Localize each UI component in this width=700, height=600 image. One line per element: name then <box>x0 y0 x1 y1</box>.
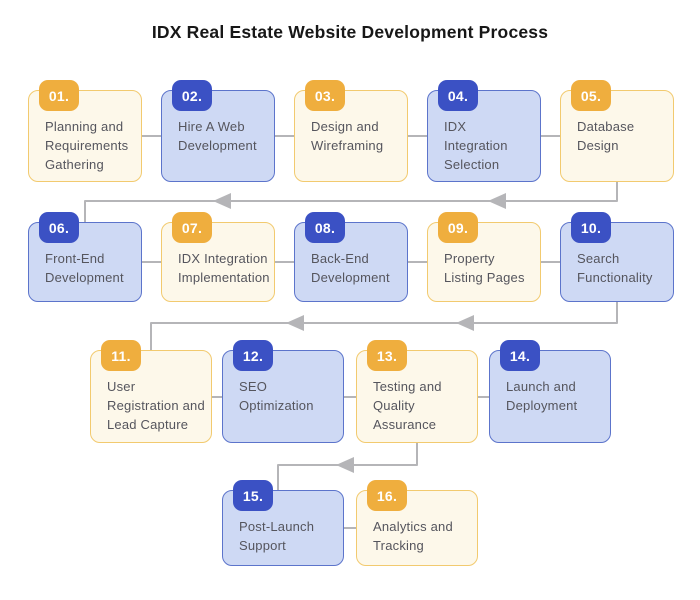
step-box-06: 06. Front-End Development <box>28 212 142 302</box>
step-box-11: 11. User Registration and Lead Capture <box>90 340 212 443</box>
page-title: IDX Real Estate Website Development Proc… <box>151 22 549 42</box>
step-label: User Registration and Lead Capture <box>107 379 205 432</box>
step-number-badge: 14. <box>500 340 540 371</box>
step-number-badge: 15. <box>233 480 273 511</box>
step-box-08: 08. Back-End Development <box>294 212 408 302</box>
step-label: Back-End Development <box>311 251 390 285</box>
step-label: Front-End Development <box>45 251 124 285</box>
step-label: Planning and Requirements Gathering <box>45 119 129 172</box>
connector-arrowhead-icon <box>213 193 231 209</box>
connector-row1-to-row2 <box>84 182 618 222</box>
step-box-16: 16. Analytics and Tracking <box>356 480 478 566</box>
step-box-09: 09. Property Listing Pages <box>427 212 541 302</box>
step-box-07: 07. IDX Integration Implementation <box>161 212 275 302</box>
step-box-12: 12. SEO Optimization <box>222 340 344 443</box>
step-box-15: 15. Post-Launch Support <box>222 480 344 566</box>
step-number-badge: 05. <box>571 80 611 111</box>
step-number-badge: 01. <box>39 80 79 111</box>
step-number-badge: 13. <box>367 340 407 371</box>
step-number-badge: 11. <box>101 340 141 371</box>
step-number-badge: 04. <box>438 80 478 111</box>
connector-arrowhead-icon <box>286 315 304 331</box>
step-label: IDX Integration Implementation <box>178 251 270 285</box>
step-box-13: 13. Testing and Quality Assurance <box>356 340 478 443</box>
step-number-badge: 07. <box>172 212 212 243</box>
step-box-02: 02. Hire A Web Development <box>161 80 275 182</box>
step-label: Launch and Deployment <box>506 379 578 413</box>
step-number-badge: 08. <box>305 212 345 243</box>
connector-arrowhead-icon <box>456 315 474 331</box>
step-label: Search Functionality <box>577 251 653 285</box>
step-label: Analytics and Tracking <box>373 519 453 553</box>
step-number-badge: 02. <box>172 80 212 111</box>
step-number-badge: 16. <box>367 480 407 511</box>
step-box-14: 14. Launch and Deployment <box>489 340 611 443</box>
connector-arrowhead-icon <box>488 193 506 209</box>
step-label: IDX Integration Selection <box>444 119 508 172</box>
step-number-badge: 12. <box>233 340 273 371</box>
step-label: Design and Wireframing <box>311 119 384 153</box>
step-box-04: 04. IDX Integration Selection <box>427 80 541 182</box>
step-box-01: 01. Planning and Requirements Gathering <box>28 80 142 182</box>
step-number-badge: 09. <box>438 212 478 243</box>
step-label: Property Listing Pages <box>444 251 525 285</box>
connector-arrowhead-icon <box>336 457 354 473</box>
step-label: Post-Launch Support <box>239 519 315 553</box>
step-box-10: 10. Search Functionality <box>560 212 674 302</box>
step-number-badge: 10. <box>571 212 611 243</box>
step-number-badge: 03. <box>305 80 345 111</box>
step-label: SEO Optimization <box>239 379 314 413</box>
step-label: Testing and Quality Assurance <box>373 379 442 432</box>
step-box-05: 05. Database Design <box>560 80 674 182</box>
step-label: Database Design <box>577 119 635 153</box>
step-label: Hire A Web Development <box>178 119 257 153</box>
step-box-03: 03. Design and Wireframing <box>294 80 408 182</box>
step-number-badge: 06. <box>39 212 79 243</box>
